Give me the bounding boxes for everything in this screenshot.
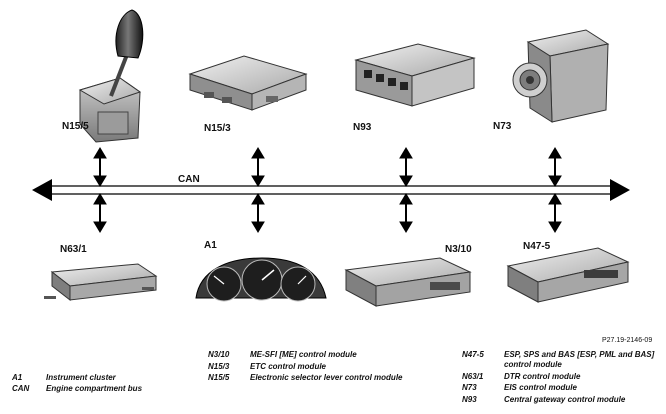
legend-item: N63/1 DTR control module: [462, 372, 658, 382]
legend-code: A1: [12, 373, 23, 382]
legend-code: N15/3: [208, 362, 230, 371]
legend-item: CAN Engine compartment bus: [12, 384, 182, 394]
legend-desc: Electronic selector lever control module: [250, 373, 403, 382]
legend-desc: ME-SFI [ME] control module: [250, 350, 357, 359]
module-label-n63-1: N63/1: [60, 244, 87, 255]
legend-desc: DTR control module: [504, 372, 581, 381]
legend-item: N15/5 Electronic selector lever control …: [208, 373, 428, 393]
arrow-n73: [548, 147, 562, 233]
esp-control-unit-icon: [506, 247, 630, 303]
legend-code: CAN: [12, 384, 30, 393]
can-bus-label: CAN: [178, 174, 200, 185]
instrument-cluster-icon: [195, 257, 327, 302]
gateway-control-unit-icon: [354, 43, 476, 107]
legend-desc: ETC control module: [250, 362, 326, 371]
legend-code: N3/10: [208, 350, 230, 359]
connection-arrows: [93, 147, 562, 233]
legend-item: N73 EIS control module: [462, 383, 658, 393]
etc-control-unit-icon: [188, 55, 308, 111]
legend-desc: EIS control module: [504, 383, 577, 392]
module-label-n73: N73: [493, 121, 512, 132]
module-label-n93: N93: [353, 122, 372, 133]
arrow-n93: [399, 147, 413, 233]
selector-lever-module-icon: [78, 9, 144, 143]
legend-code: N93: [462, 395, 477, 404]
me-sfi-control-unit-icon: [344, 257, 472, 307]
figure-reference: P27.19-2146-09: [602, 337, 653, 344]
legend-desc: Central gateway control module: [504, 395, 626, 404]
module-label-n47-5: N47-5: [523, 241, 551, 252]
legend-item: A1 Instrument cluster: [12, 373, 182, 383]
arrow-n15-5: [93, 147, 107, 233]
legend-code: N15/5: [208, 373, 230, 382]
legend-code: N73: [462, 383, 477, 392]
legend-item: N47-5 ESP, SPS and BAS [ESP, PML and BAS…: [462, 350, 658, 370]
arrow-n15-3: [251, 147, 265, 233]
legend-code: N63/1: [462, 372, 484, 381]
dtr-control-unit-icon: [44, 263, 158, 302]
legend-item: N3/10 ME-SFI [ME] control module: [208, 350, 428, 360]
can-bus: [32, 179, 630, 201]
legend-desc: Instrument cluster: [46, 373, 116, 382]
module-label-n3-10: N3/10: [445, 244, 472, 255]
module-label-n15-3: N15/3: [204, 123, 231, 134]
legend-item: N15/3 ETC control module: [208, 362, 428, 372]
legend-item: N93 Central gateway control module: [462, 395, 658, 405]
module-label-a1: A1: [204, 240, 217, 251]
module-label-n15-5: N15/5: [62, 121, 89, 132]
eis-control-unit-icon: [512, 29, 610, 123]
legend-desc: Engine compartment bus: [46, 384, 143, 393]
legend-code: N47-5: [462, 350, 484, 359]
legend-desc: ESP, SPS and BAS [ESP, PML and BAS] cont…: [504, 350, 655, 369]
